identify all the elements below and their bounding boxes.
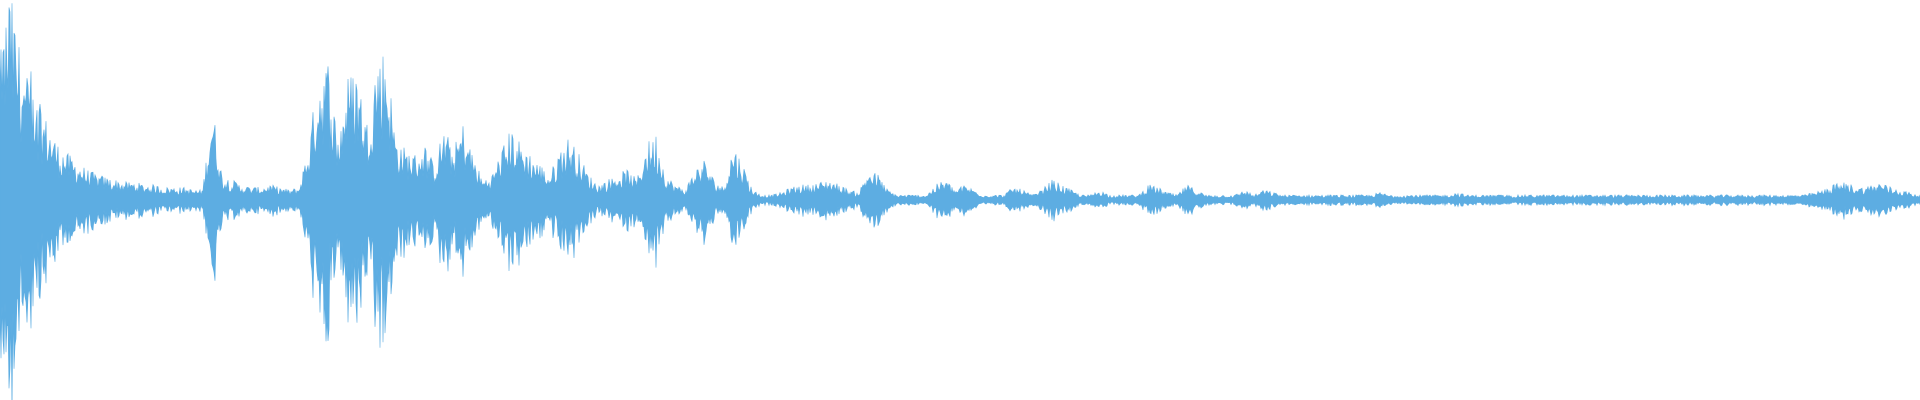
waveform-shape — [0, 3, 1920, 400]
